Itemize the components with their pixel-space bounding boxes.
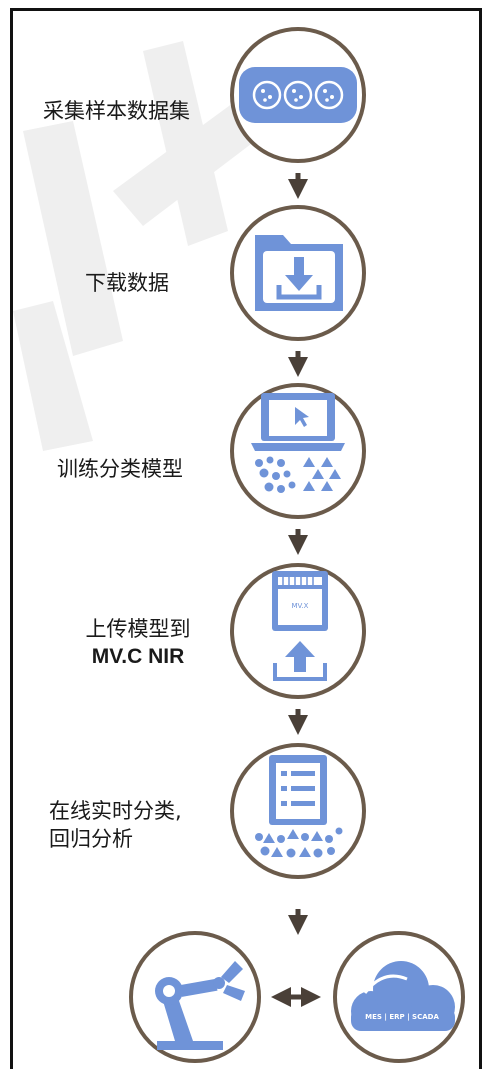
download-folder-icon [255,235,343,311]
flow-diagram: MV.X [129,27,465,1063]
step5-node [230,743,366,879]
step3-node [230,383,366,519]
training-laptop-icon [251,393,345,493]
step1-label-text: 采集样本数据集 [43,99,190,123]
step2-node [230,205,366,341]
cloud-systems-icon [351,961,455,1031]
upload-model-icon: MV.X [272,571,328,681]
diagram-frame: MV.X [10,8,482,1069]
step3-label-text: 训练分类模型 [57,457,183,481]
cloud-node: MES | ERP | SCADA [333,931,465,1063]
step4-node: MV.X [230,563,366,699]
watermark-stroke [23,121,123,356]
classification-list-icon [255,755,343,858]
cloud-systems-text: MES | ERP | SCADA [365,1013,439,1022]
step2-label-text: 下载数据 [85,271,169,295]
step1-label: 采集样本数据集 [43,97,190,125]
step5-label: 在线实时分类, 回归分析 [49,797,182,853]
step1-node [230,27,366,163]
step3-label: 训练分类模型 [57,455,183,483]
robot-circle [129,931,261,1063]
sample-dataset-icon [239,67,357,123]
robot-arm-icon [155,961,245,1050]
watermark-stroke [13,301,93,451]
step2-label: 下载数据 [85,269,169,297]
step5-label-line2: 回归分析 [49,827,133,851]
step4-label: 上传模型到 MV.C NIR [73,615,203,671]
robot-node [129,931,261,1063]
model-badge-text: MV.X [292,602,309,610]
step4-label-line1: 上传模型到 [85,617,191,641]
step5-label-line1: 在线实时分类, [49,799,182,823]
step4-label-line2: MV.C NIR [91,645,185,668]
